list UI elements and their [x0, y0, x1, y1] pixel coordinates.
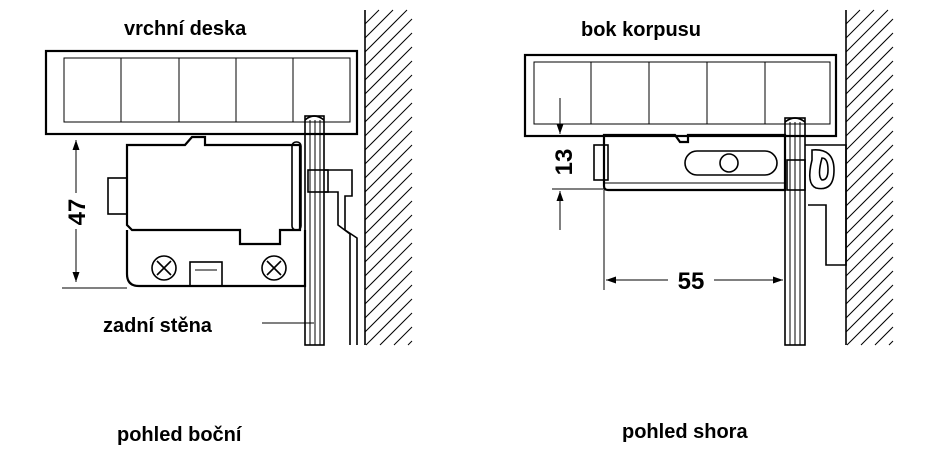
hatch-line — [845, 158, 894, 207]
hatch-line — [845, 200, 894, 249]
top-board — [44, 49, 359, 136]
hatch-line — [364, 102, 413, 151]
hatch-line — [845, 228, 894, 277]
hatch-line — [364, 186, 413, 235]
hatch-line — [845, 242, 894, 291]
hatch-line — [364, 256, 413, 305]
hatch-line — [845, 102, 894, 151]
hatch-line — [874, 326, 894, 346]
hatch-line — [845, 214, 894, 263]
dimension-13: 13 — [551, 98, 604, 230]
hatch-line — [364, 214, 413, 263]
hatch-line — [888, 340, 894, 346]
dimension-55: 55 — [603, 190, 783, 295]
back-panel-label: zadní stěna — [103, 315, 213, 337]
back-panel — [304, 115, 325, 346]
top-board-label: vrchní deska — [124, 18, 247, 40]
hatch-line — [845, 32, 894, 81]
dimension-47-label: 47 — [64, 199, 91, 226]
cabinet-side-board — [523, 53, 838, 138]
hatch-line — [364, 270, 413, 319]
hatch-line — [845, 60, 894, 109]
hatch-line — [364, 9, 408, 53]
push-latch-top — [593, 133, 787, 192]
hatch-line — [845, 186, 894, 235]
hatch-line — [846, 298, 894, 346]
hatch-line — [364, 116, 413, 165]
screw-icon — [261, 255, 287, 281]
hatch-line — [845, 284, 894, 333]
hatch-line — [845, 144, 894, 193]
hatch-line — [379, 312, 413, 346]
hatch-line — [364, 9, 380, 25]
dimension-13-label: 13 — [551, 149, 578, 176]
hatch-line — [845, 9, 889, 53]
hatch-line — [845, 270, 894, 319]
hatch-line — [364, 228, 413, 277]
hatch-line — [845, 172, 894, 221]
hatch-line — [845, 9, 861, 25]
hatch-line — [364, 144, 413, 193]
side-view-caption: pohled boční — [117, 424, 243, 446]
hatch-line — [860, 312, 894, 346]
dimension-55-label: 55 — [678, 268, 705, 295]
hatch-line — [364, 242, 413, 291]
top-view-back-panel — [784, 117, 806, 346]
hatch-line — [364, 9, 394, 39]
side-view: 47 vrchní deska zadní stěna pohled boční — [44, 9, 413, 446]
hatch-line — [845, 88, 894, 137]
hatch-line — [364, 130, 413, 179]
hatch-line — [364, 200, 413, 249]
hatch-line — [364, 18, 413, 67]
top-view-wall — [845, 9, 894, 346]
hatch-line — [845, 130, 894, 179]
side-view-wall — [364, 9, 413, 346]
hatch-line — [365, 298, 413, 346]
top-view-bracket — [786, 144, 847, 266]
hatch-line — [845, 116, 894, 165]
hatch-line — [364, 46, 413, 95]
hatch-line — [845, 46, 894, 95]
hatch-line — [845, 256, 894, 305]
hatch-line — [364, 172, 413, 221]
cabinet-side-label: bok korpusu — [581, 19, 701, 41]
hatch-line — [364, 32, 413, 81]
hatch-line — [364, 158, 413, 207]
hatch-line — [364, 74, 413, 123]
hatch-line — [393, 326, 413, 346]
side-view-bracket — [307, 169, 358, 345]
hatch-line — [845, 74, 894, 123]
hatch-line — [407, 340, 413, 346]
top-view-caption: pohled shora — [622, 421, 748, 443]
screw-icon — [151, 255, 177, 281]
push-latch-side — [107, 135, 307, 288]
dimension-47: 47 — [62, 133, 127, 289]
hatch-line — [364, 284, 413, 333]
top-view: 13 55 bok korpusu pohled shora — [523, 9, 894, 443]
hatch-line — [845, 9, 875, 39]
hatch-line — [364, 60, 413, 109]
hatch-line — [845, 18, 894, 67]
hatch-line — [364, 88, 413, 137]
